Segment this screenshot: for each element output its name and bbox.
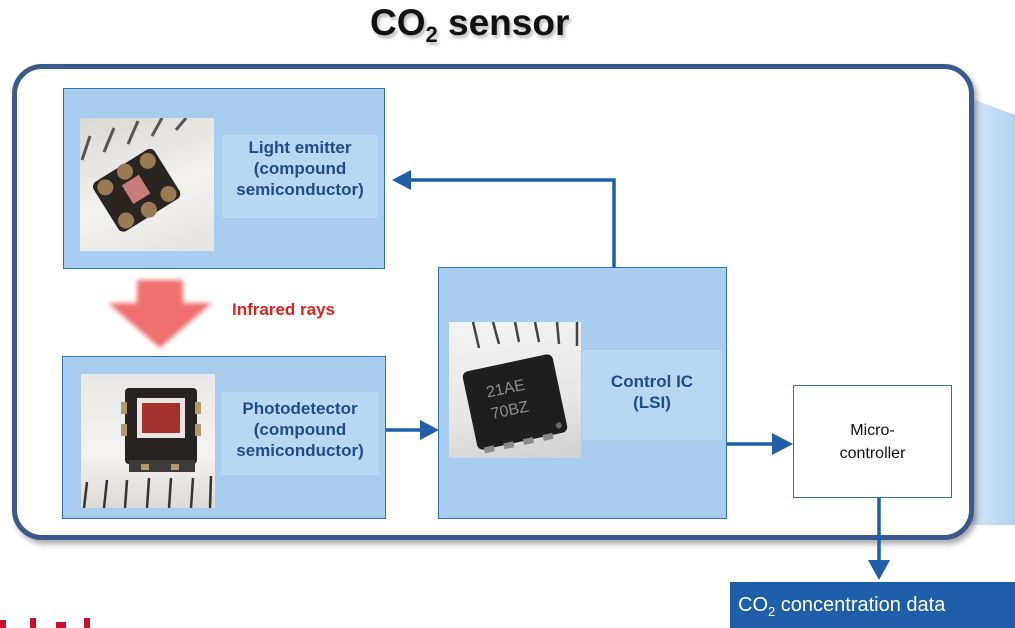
control-to-emitter-line [408,180,614,267]
output-prefix: CO [738,594,768,616]
co2-output-box: CO2 concentration data [730,582,1015,628]
arrow-left-icon [392,170,411,190]
output-subscript: 2 [768,604,775,619]
arrow-right-icon [772,433,793,455]
arrow-down-icon [868,560,890,580]
connectors [386,180,879,564]
output-suffix: concentration data [775,594,945,616]
arrow-right-icon [420,420,439,440]
cropped-red-text-fragment [0,618,110,628]
